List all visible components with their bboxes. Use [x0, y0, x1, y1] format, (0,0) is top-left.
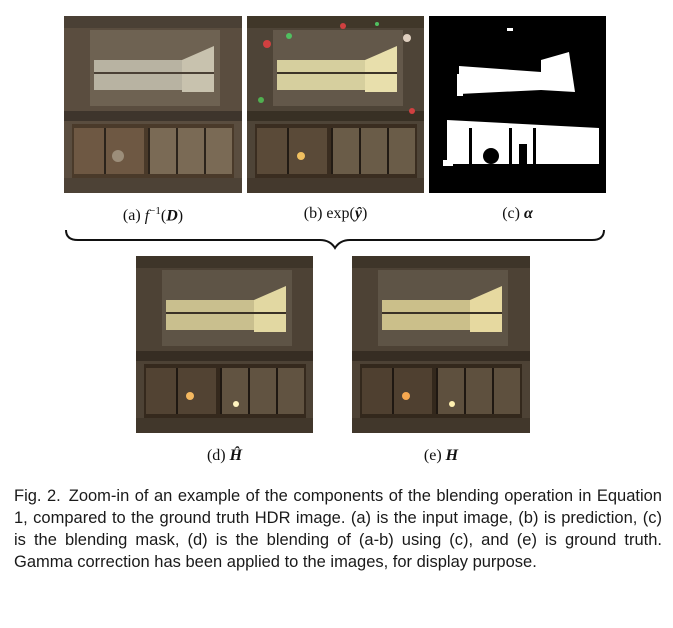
image-input-ldr: [64, 16, 242, 193]
figure-caption: Fig. 2.Zoom-in of an example of the comp…: [14, 485, 662, 573]
image-prediction: [247, 16, 424, 193]
image-blending-mask: [429, 16, 606, 193]
subcaption-b: (b)exp(ŷ): [303, 205, 368, 222]
caption-text: Zoom-in of an example of the components …: [14, 487, 662, 571]
subcaption-a: (a)f−1(D): [122, 205, 184, 225]
image-ground-truth: [352, 256, 530, 433]
figure-number: Fig. 2.: [14, 487, 61, 505]
image-blended-result: [136, 256, 313, 433]
curly-brace: [65, 229, 605, 250]
subcaption-c: (c)α: [502, 205, 533, 222]
subcaption-e: (e)H: [423, 447, 459, 464]
subcaption-d: (d)Ĥ: [206, 447, 243, 464]
